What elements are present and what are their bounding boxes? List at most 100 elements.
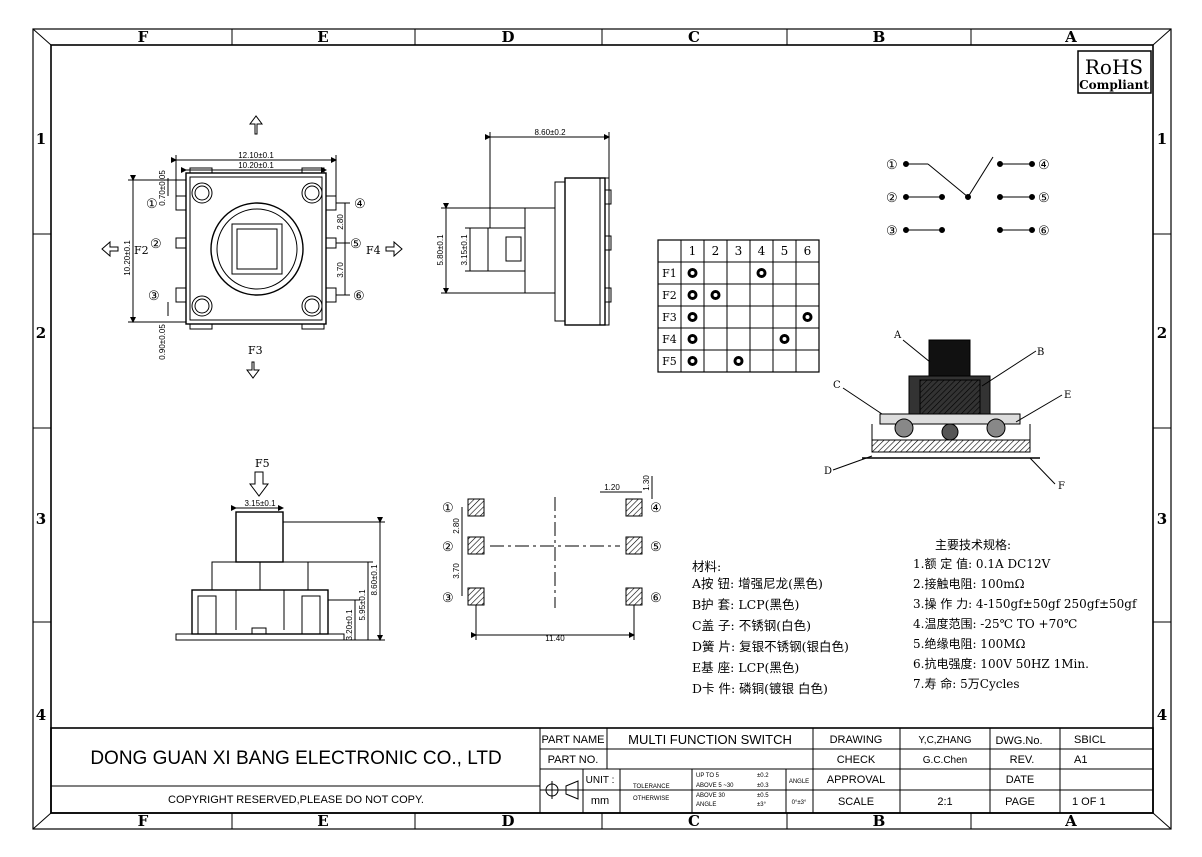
drawing-value: Y,C,ZHANG (918, 735, 971, 746)
contact-mark-center (690, 337, 695, 341)
callout-e: E (1064, 390, 1071, 401)
contact-mark-center (713, 293, 718, 297)
col-label-top: C (688, 28, 700, 46)
callout-c: C (833, 380, 841, 391)
row-label-right: 4 (1157, 706, 1167, 724)
spec-item: 7.寿 命: 5万Cycles (913, 676, 1020, 691)
dim-width-outer: 12.10±0.1 (238, 151, 274, 160)
material-item: D簧 片: 复银不锈钢(银白色) (692, 639, 849, 654)
pin-label: ⑤ (1038, 191, 1050, 206)
dim-pin-width: 0.90±0.05 (158, 324, 167, 360)
arrow-down-icon (246, 361, 260, 379)
col-label-bottom: E (317, 812, 328, 830)
contact-mark-center (690, 359, 695, 363)
front-view (175, 471, 385, 641)
tolerance-range: ANGLE (696, 802, 716, 808)
col-label-top: D (501, 28, 514, 46)
dim-pin-pitch-upper: 2.80 (336, 214, 345, 230)
pin-label: ③ (442, 591, 454, 606)
material-item: A按 钮: 增强尼龙(黑色) (691, 576, 823, 591)
dim-pad-w: 1.20 (604, 483, 620, 492)
force-label-f2: F2 (134, 244, 149, 257)
frame-labels: F E D C B A F E D C B A 1 2 3 4 1 2 3 4 (36, 28, 1167, 830)
dim-total-height: 8.60±0.1 (370, 564, 379, 596)
contact-mark-center (736, 359, 741, 363)
col-label-top: E (317, 28, 328, 46)
dim-side-width: 8.60±0.2 (534, 128, 566, 137)
materials-list: 材料: A按 钮: 增强尼龙(黑色) B护 套: LCP(黑色) C盖 子: 不… (691, 559, 849, 696)
row-label-left: 2 (36, 324, 46, 342)
spec-item: 1.额 定 值: 0.1A DC12V (913, 556, 1051, 571)
contact-mark-center (690, 293, 695, 297)
spec-item: 4.温度范围: -25℃ TO +70℃ (913, 616, 1077, 631)
contact-mark-center (690, 271, 695, 275)
pin-label: ④ (650, 501, 662, 516)
pin-label: ① (146, 197, 158, 212)
pin-label: ⑥ (650, 591, 662, 606)
spec-item: 6.抗电强度: 100V 50HZ 1Min. (913, 656, 1089, 671)
material-item: D卡 件: 磷铜(镀银 白色) (692, 681, 828, 696)
title-block (50, 727, 1154, 814)
unit-value: mm (591, 795, 609, 807)
dim-pin-pitch-lower: 3.70 (336, 262, 345, 278)
contact-mark-center (690, 315, 695, 319)
contact-mark-center (805, 315, 810, 319)
pin-label: ⑥ (1038, 224, 1050, 239)
dim-height: 10.20±0.1 (123, 240, 132, 276)
pin-label: ① (886, 158, 898, 173)
materials-title: 材料: (692, 559, 721, 574)
unit-label: UNIT : (586, 775, 615, 786)
col-label-bottom: A (1064, 812, 1077, 830)
pin-label: ② (150, 237, 162, 252)
pcb-footprint (461, 476, 653, 640)
tolerance-range: UP TO 5 (696, 773, 720, 779)
scale-value: 2:1 (937, 796, 952, 808)
dim-side-actuator: 3.15±0.1 (460, 234, 469, 266)
force-label-f5: F5 (255, 457, 270, 470)
table-row-label: F5 (662, 355, 677, 368)
side-view-labels: 8.60±0.2 5.80±0.1 3.15±0.1 (436, 128, 566, 266)
scale-label: SCALE (838, 796, 874, 808)
table-col-header: 1 (689, 244, 697, 258)
col-label-bottom: F (138, 812, 149, 830)
side-view (441, 132, 612, 326)
pin-label: ⑥ (353, 289, 365, 304)
company-name: DONG GUAN XI BANG ELECTRONIC CO., LTD (90, 748, 501, 769)
dim-width-inner: 10.20±0.1 (238, 161, 274, 170)
pin-label: ⑤ (350, 237, 362, 252)
part-no-label: PART NO. (548, 754, 599, 766)
pin-label: ② (886, 191, 898, 206)
table-col-header: 2 (712, 244, 720, 258)
dim-side-height: 5.80±0.1 (436, 234, 445, 266)
material-item: C盖 子: 不锈钢(白色) (692, 618, 811, 633)
table-row-label: F3 (662, 311, 677, 324)
rohs-badge: RoHS Compliant (1077, 50, 1152, 94)
date-label: DATE (1006, 774, 1035, 786)
table-row-label: F4 (662, 333, 677, 346)
check-value: G.C.Chen (923, 755, 967, 766)
check-label: CHECK (837, 754, 876, 766)
spec-item: 2.接触电阻: 100mΩ (913, 576, 1025, 591)
col-label-bottom: C (688, 812, 700, 830)
dim-base-height: 3.20±0.1 (345, 609, 354, 641)
copyright-notice: COPYRIGHT RESERVED,PLEASE DO NOT COPY. (168, 794, 424, 806)
specs-title: 主要技术规格: (935, 537, 1011, 552)
dim-fp-span: 11.40 (545, 634, 565, 643)
pin-label: ③ (148, 289, 160, 304)
table-col-header: 3 (735, 244, 743, 258)
section-labels: A B C E D F (824, 330, 1071, 492)
dim-pad-h: 1.30 (642, 475, 651, 491)
title-block-text: DONG GUAN XI BANG ELECTRONIC CO., LTD CO… (90, 732, 1105, 808)
pin-label: ⑤ (650, 540, 662, 555)
row-label-right: 3 (1157, 510, 1167, 528)
dwg-no-value: SBICL (1074, 734, 1106, 746)
switch-schematic (903, 156, 1035, 233)
spec-item: 3.操 作 力: 4-150gf±50gf 250gf±50gf (913, 596, 1138, 611)
contact-mark-center (759, 271, 764, 275)
pin-label: ② (442, 540, 454, 555)
col-label-bottom: B (873, 812, 886, 830)
tolerance-range: ABOVE 30 (696, 793, 726, 799)
footprint-pin-labels: ① ② ③ ④ ⑤ ⑥ (442, 501, 662, 606)
table-col-header: 6 (804, 244, 812, 258)
